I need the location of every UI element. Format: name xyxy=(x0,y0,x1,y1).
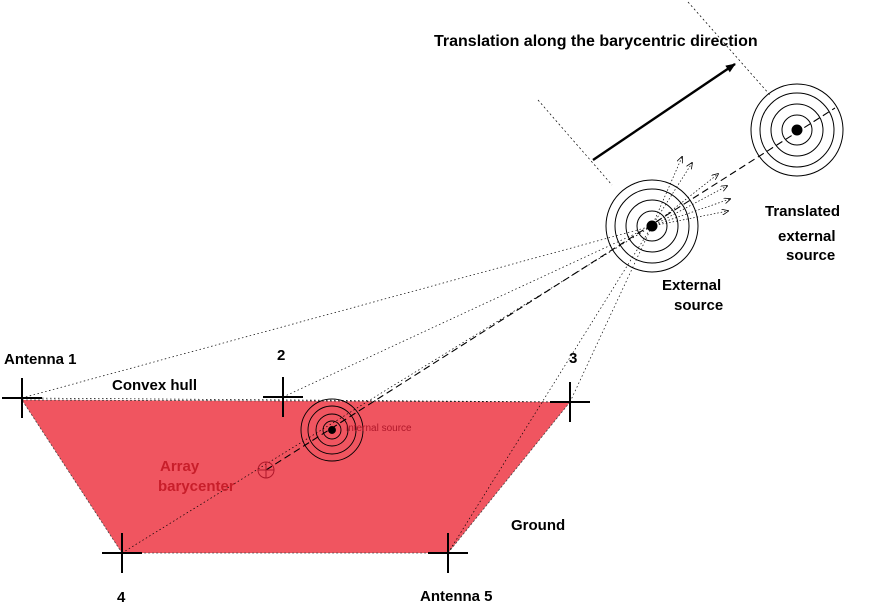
antenna-3-cross-icon xyxy=(550,382,590,422)
internal-source-icon xyxy=(300,398,364,462)
antenna-4-label: 4 xyxy=(117,589,126,606)
array-barycenter-label-line2: barycenter xyxy=(158,478,235,495)
convex-hull-label: Convex hull xyxy=(112,377,197,394)
translation-arrow xyxy=(592,63,736,161)
antenna-2-label: 2 xyxy=(277,347,285,364)
array-barycenter-label-line1: Array xyxy=(160,458,200,475)
translated-source-icon xyxy=(750,83,844,177)
antenna-3-label: 3 xyxy=(569,350,577,367)
antenna-2-cross-icon xyxy=(263,377,303,417)
translated-source-label-line2: external xyxy=(778,228,836,245)
perpendicular-lines xyxy=(537,1,771,186)
emission-arrows xyxy=(651,157,730,227)
barycentric-direction-line xyxy=(265,107,836,471)
internal-source-label: internal source xyxy=(346,423,412,434)
antenna-5-label: Antenna 5 xyxy=(420,588,493,605)
external-source-label-line2: source xyxy=(674,297,723,314)
antenna-4-cross-icon xyxy=(102,533,142,573)
translated-source-label-line3: source xyxy=(786,247,835,264)
antenna-1-label: Antenna 1 xyxy=(4,351,77,368)
antenna-5-cross-icon xyxy=(428,533,468,573)
convex-hull-polygon xyxy=(21,399,571,554)
antenna-rays xyxy=(21,225,653,554)
translated-source-label-line1: Translated xyxy=(765,203,840,220)
diagram-title: Translation along the barycentric direct… xyxy=(434,33,758,50)
ground-label: Ground xyxy=(511,517,565,534)
antenna-1-cross-icon xyxy=(2,378,42,418)
external-source-label-line1: External xyxy=(662,277,721,294)
barycenter-marker-icon xyxy=(257,461,275,479)
external-source-icon xyxy=(605,179,699,273)
